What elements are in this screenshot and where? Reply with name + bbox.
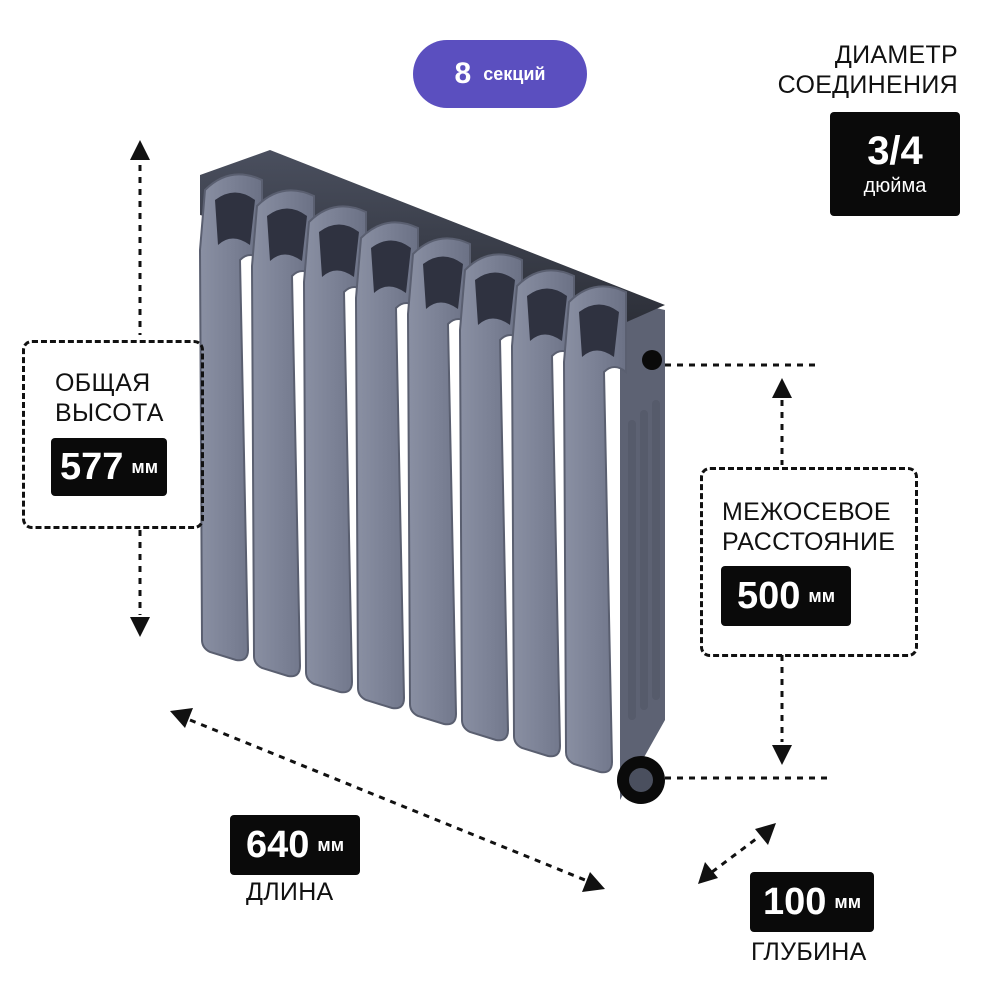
sections-badge: 8 секций (413, 40, 587, 108)
radiator-image (198, 150, 665, 804)
sections-unit: секций (483, 63, 546, 84)
diameter-value-box: 3/4 дюйма (830, 112, 960, 216)
center-distance-arrow-bottom-icon (772, 745, 792, 765)
length-arrow-start-icon (170, 708, 193, 728)
height-value: 577 (59, 446, 124, 488)
radiator-sections (198, 173, 627, 774)
height-frame (22, 340, 204, 529)
center-distance-frame (700, 467, 918, 657)
height-unit: мм (131, 456, 159, 477)
center-distance-arrow-top-icon (772, 378, 792, 398)
center-distance-title-line2: РАССТОЯНИЕ (722, 528, 896, 556)
center-distance-value: 500 (736, 575, 801, 617)
sections-count: 8 (454, 57, 472, 90)
height-arrow-bottom-icon (130, 617, 150, 637)
top-port-icon (642, 350, 662, 370)
length-value: 640 (245, 824, 310, 866)
depth-unit: мм (834, 891, 862, 912)
depth-value: 100 (762, 881, 827, 923)
height-value-box: 577 мм (51, 438, 167, 496)
depth-arrow-start-icon (698, 862, 718, 884)
diameter-title: ДИАМЕТР СОЕДИНЕНИЯ (778, 40, 958, 100)
height-title: ОБЩАЯ ВЫСОТА (55, 368, 164, 428)
height-title-line1: ОБЩАЯ (55, 369, 151, 397)
center-distance-arrow (665, 363, 830, 780)
diameter-title-line2: СОЕДИНЕНИЯ (777, 71, 958, 99)
depth-arrow-end-icon (755, 823, 776, 845)
center-distance-unit: мм (808, 585, 836, 606)
diameter-unit: дюйма (863, 174, 927, 197)
diameter-value: 3/4 (867, 128, 923, 173)
height-arrow-top-icon (130, 140, 150, 160)
center-distance-title: МЕЖОСЕВОЕ РАССТОЯНИЕ (722, 497, 895, 557)
diameter-title-line1: ДИАМЕТР (834, 41, 958, 69)
length-arrow-end-icon (582, 872, 605, 892)
depth-title: ГЛУБИНА (751, 938, 867, 966)
length-title: ДЛИНА (246, 878, 334, 906)
length-value-box: 640 мм (230, 815, 360, 875)
height-title-line2: ВЫСОТА (55, 399, 164, 427)
center-distance-value-box: 500 мм (721, 566, 851, 626)
depth-value-box: 100 мм (750, 872, 874, 932)
length-unit: мм (317, 834, 345, 855)
depth-arrow (711, 834, 761, 874)
center-distance-title-line1: МЕЖОСЕВОЕ (722, 498, 891, 526)
